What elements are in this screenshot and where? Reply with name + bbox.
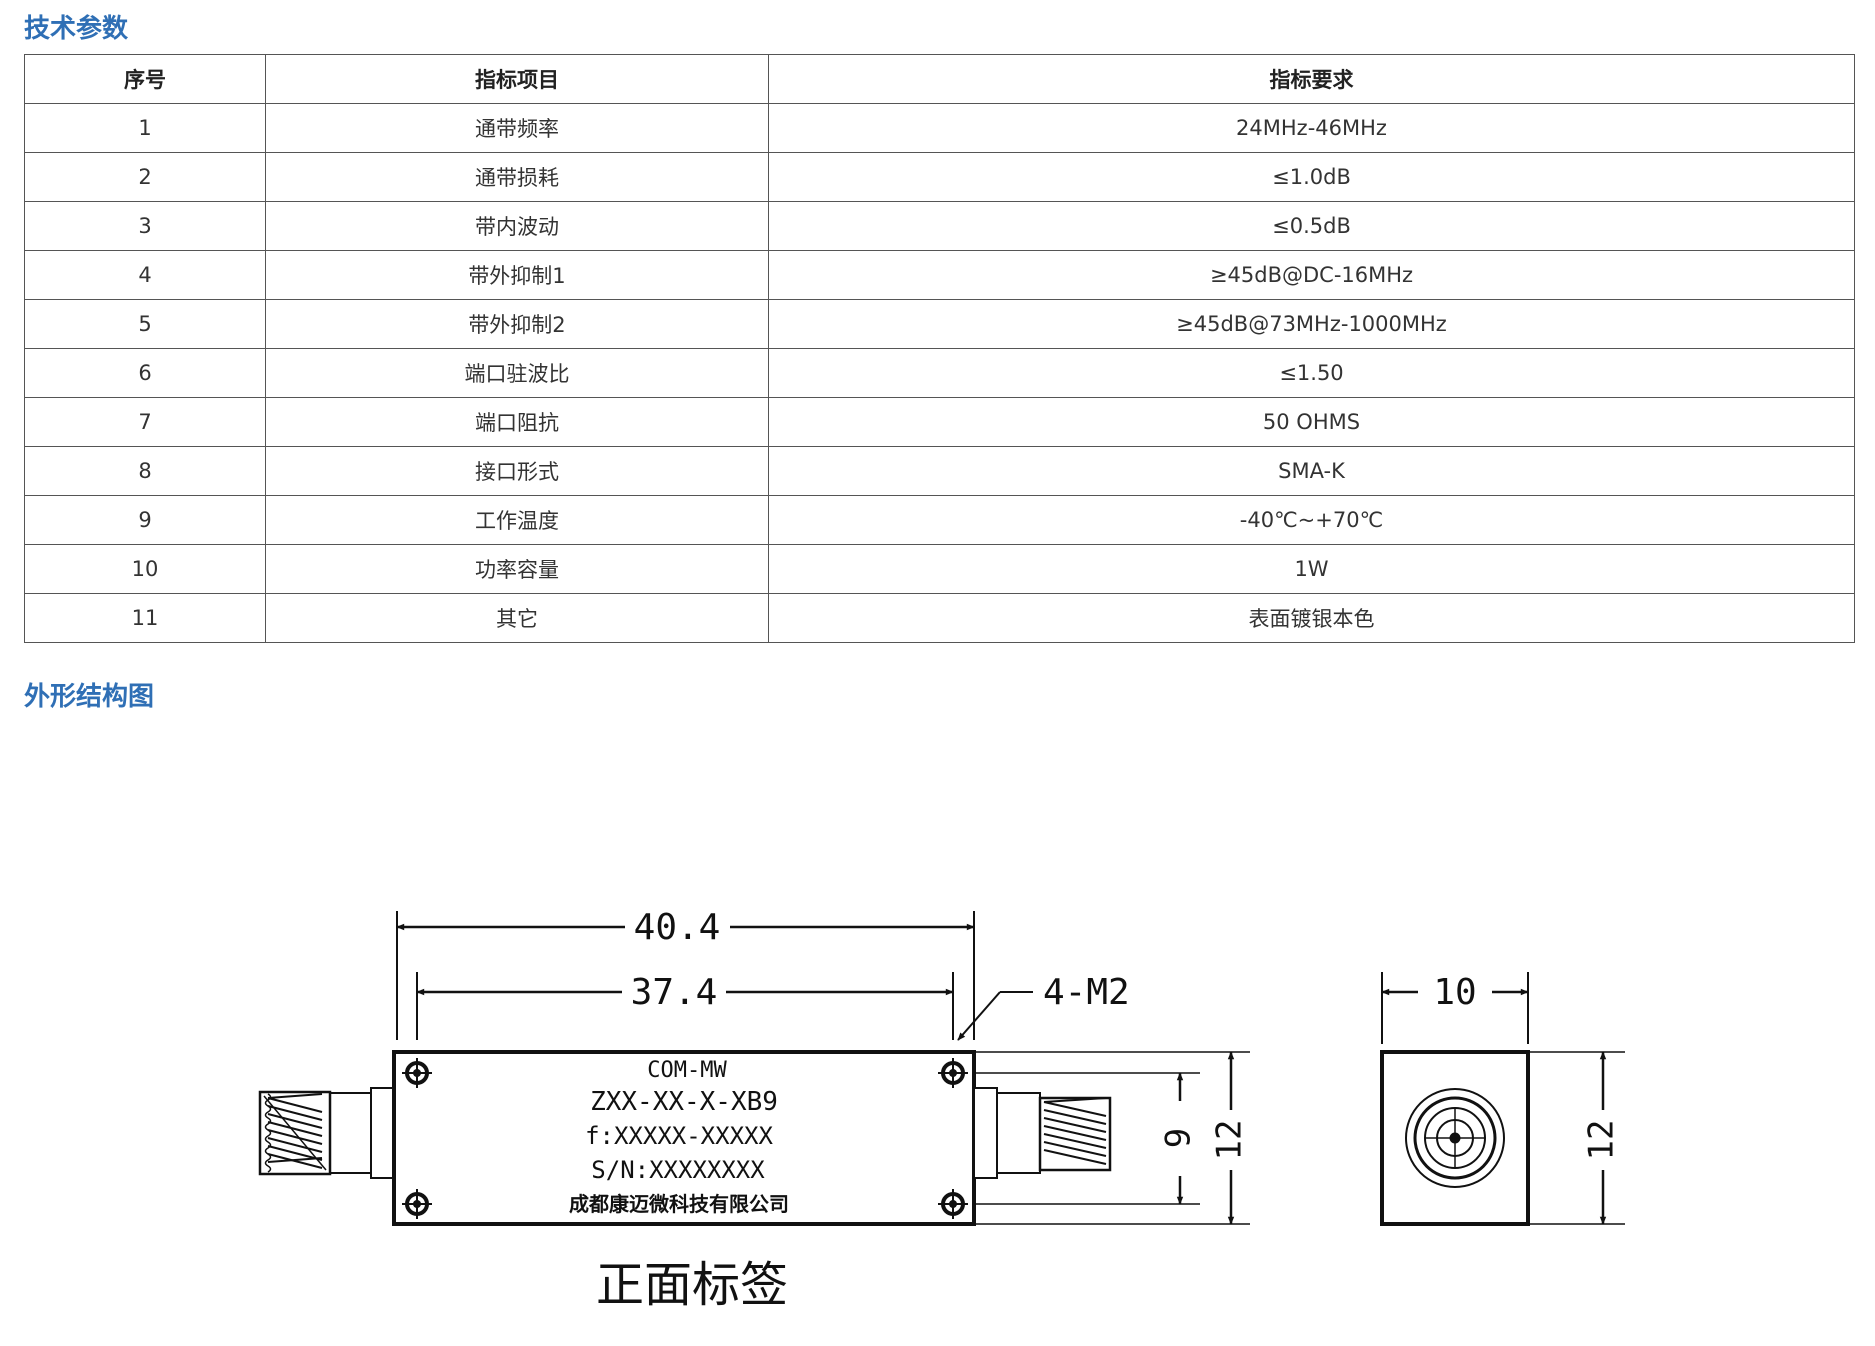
dimension-hole-spacing: 37.4	[416, 972, 954, 1040]
label-model: ZXX-XX-X-XB9	[590, 1087, 778, 1117]
cell-requirement: 表面镀银本色	[768, 593, 1855, 643]
cell-index: 9	[24, 495, 266, 545]
dimension-height: 12	[974, 1051, 1250, 1225]
cell-item: 端口驻波比	[265, 348, 769, 398]
cell-requirement: SMA-K	[768, 446, 1855, 496]
dim-overall-length-text: 40.4	[634, 907, 721, 948]
cell-index: 10	[24, 544, 266, 594]
cell-index: 7	[24, 397, 266, 447]
filter-body: COM-MW ZXX-XX-X-XB9 f:XXXXX-XXXXX S/N:XX…	[392, 1050, 976, 1226]
cell-requirement: 24MHz-46MHz	[768, 103, 1855, 153]
dim-side-height-text: 12	[1582, 1120, 1622, 1161]
mounting-hole-icon	[402, 1189, 432, 1219]
cell-item: 工作温度	[265, 495, 769, 545]
column-header-requirement: 指标要求	[768, 54, 1855, 104]
cell-item: 带外抑制1	[265, 250, 769, 300]
dimension-overall-length: 40.4	[396, 907, 975, 1040]
cell-item: 带外抑制2	[265, 299, 769, 349]
cell-requirement: ≥45dB@DC-16MHz	[768, 250, 1855, 300]
drawing-caption: 正面标签	[596, 1257, 788, 1313]
hole-callout-text: 4-M2	[1043, 972, 1130, 1013]
cell-index: 1	[24, 103, 266, 153]
cell-index: 3	[24, 201, 266, 251]
dim-hole-vertical-text: 9	[1159, 1128, 1199, 1148]
connector-face-icon	[1405, 1088, 1505, 1188]
mounting-hole-icon	[402, 1058, 432, 1088]
section-title-outline: 外形结构图	[24, 682, 155, 712]
cell-item: 接口形式	[265, 446, 769, 496]
column-header-item: 指标项目	[265, 54, 769, 104]
side-view: 10 12	[1380, 972, 1625, 1226]
outline-drawing: 40.4 37.4 4-M2	[258, 907, 1625, 1313]
cell-index: 2	[24, 152, 266, 202]
label-company: 成都康迈微科技有限公司	[569, 1192, 789, 1216]
cell-index: 6	[24, 348, 266, 398]
hole-callout: 4-M2	[957, 972, 1130, 1041]
label-brand: COM-MW	[647, 1058, 727, 1083]
cell-requirement: ≤1.50	[768, 348, 1855, 398]
table-header-row: 序号 指标项目 指标要求	[24, 54, 1855, 104]
dim-side-width-text: 10	[1433, 972, 1476, 1013]
cell-requirement: 1W	[768, 544, 1855, 594]
cell-requirement: 50 OHMS	[768, 397, 1855, 447]
label-serial: S/N:XXXXXXXX	[591, 1156, 765, 1184]
cell-requirement: ≤0.5dB	[768, 201, 1855, 251]
dim-hole-spacing-text: 37.4	[631, 972, 718, 1013]
cell-requirement: -40℃~+70℃	[768, 495, 1855, 545]
cell-item: 其它	[265, 593, 769, 643]
cell-requirement: ≥45dB@73MHz-1000MHz	[768, 299, 1855, 349]
cell-index: 4	[24, 250, 266, 300]
section-title-params: 技术参数	[24, 14, 129, 44]
cell-index: 5	[24, 299, 266, 349]
dimension-hole-vertical: 9	[974, 1072, 1200, 1205]
cell-item: 通带损耗	[265, 152, 769, 202]
mounting-hole-icon	[938, 1058, 968, 1088]
cell-item: 带内波动	[265, 201, 769, 251]
cell-index: 8	[24, 446, 266, 496]
cell-item: 端口阻抗	[265, 397, 769, 447]
label-freq: f:XXXXX-XXXXX	[585, 1122, 773, 1150]
cell-requirement: ≤1.0dB	[768, 152, 1855, 202]
right-connector	[973, 1087, 1112, 1179]
mounting-hole-icon	[938, 1189, 968, 1219]
left-connector	[258, 1087, 395, 1179]
cell-item: 通带频率	[265, 103, 769, 153]
cell-item: 功率容量	[265, 544, 769, 594]
cell-index: 11	[24, 593, 266, 643]
column-header-index: 序号	[24, 54, 266, 104]
dim-height-text: 12	[1210, 1120, 1250, 1161]
